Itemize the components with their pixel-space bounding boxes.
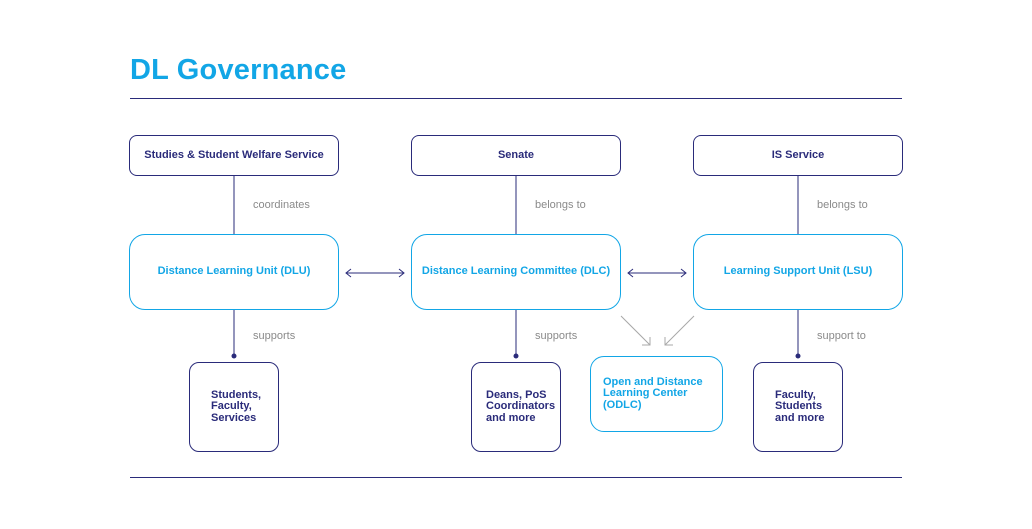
node-faculty: Faculty, Students and more (753, 362, 843, 452)
arrow-dlc-odlc (620, 315, 651, 346)
node-label: Senate (497, 148, 535, 161)
node-odlc: Open and Distance Learning Center (ODLC) (590, 356, 723, 432)
node-senate: Senate (411, 135, 621, 176)
connector-dot (795, 353, 801, 359)
double-arrow-dlc-lsu (627, 268, 687, 278)
node-label: Faculty, Students and more (775, 388, 825, 424)
edge-label-support-to: support to (817, 330, 866, 342)
edge-label-belongs-to: belongs to (535, 199, 586, 211)
edge-label-coordinates: coordinates (253, 199, 310, 211)
edge-label-belongs-to: belongs to (817, 199, 868, 211)
node-studies-welfare: Studies & Student Welfare Service (129, 135, 339, 176)
node-is-service: IS Service (693, 135, 903, 176)
node-deans: Deans, PoS Coordinators and more (471, 362, 561, 452)
node-label: Students, Faculty, Services (211, 388, 262, 424)
arrow-lsu-odlc (664, 315, 695, 346)
edge-label-supports: supports (253, 330, 296, 342)
node-students: Students, Faculty, Services (189, 362, 279, 452)
node-label: IS Service (771, 148, 825, 161)
node-label: Open and Distance Learning Center (ODLC) (603, 375, 703, 411)
node-label: Learning Support Unit (LSU) (723, 265, 873, 278)
double-arrow-dlu-dlc (345, 268, 405, 278)
node-dlc: Distance Learning Committee (DLC) (411, 234, 621, 310)
node-label: Distance Learning Committee (DLC) (421, 265, 611, 278)
node-lsu: Learning Support Unit (LSU) (693, 234, 903, 310)
node-label: Studies & Student Welfare Service (144, 148, 324, 161)
node-label: Distance Learning Unit (DLU) (157, 265, 311, 278)
connector-dot (231, 353, 237, 359)
top-divider (130, 98, 902, 99)
node-dlu: Distance Learning Unit (DLU) (129, 234, 339, 310)
node-label: Deans, PoS Coordinators and more (486, 388, 556, 424)
connector-dot (513, 353, 519, 359)
edge-label-supports: supports (535, 330, 578, 342)
page-title: DL Governance (130, 54, 347, 86)
bottom-divider (130, 477, 902, 478)
